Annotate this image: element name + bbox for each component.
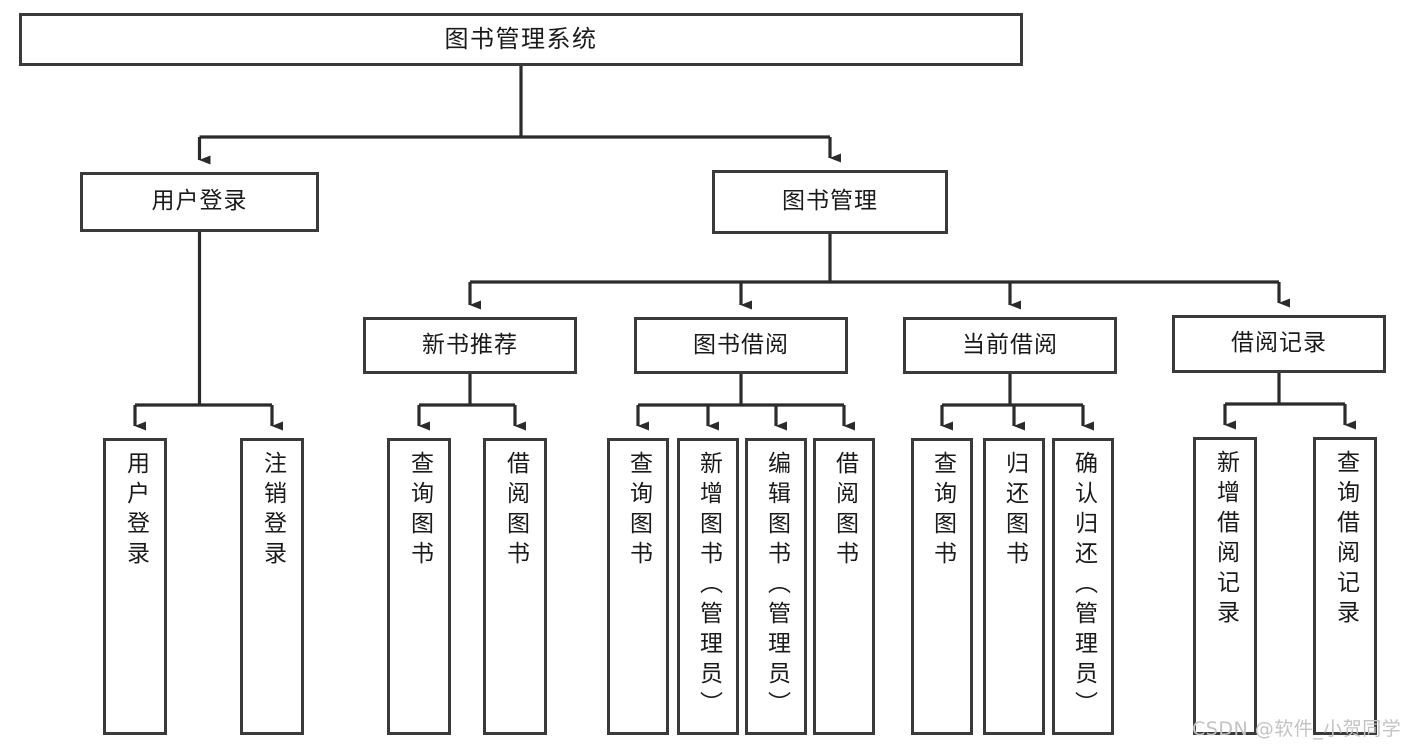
leaf-user-login[interactable]: 用户登录	[103, 438, 167, 735]
node-label: 查询图书	[625, 451, 652, 571]
node-current-borrow[interactable]: 当前借阅	[903, 317, 1117, 374]
leaf-return-book[interactable]: 归还图书	[983, 438, 1045, 735]
node-book-borrow[interactable]: 图书借阅	[634, 317, 848, 374]
node-label: 编辑图书（管理员）	[763, 451, 790, 721]
node-root[interactable]: 图书管理系统	[19, 13, 1023, 66]
node-borrow-record[interactable]: 借阅记录	[1172, 315, 1386, 373]
node-user-login[interactable]: 用户登录	[80, 172, 319, 232]
leaf-borrow-book-recommend[interactable]: 借阅图书	[483, 438, 547, 735]
node-label: 用户登录	[151, 188, 248, 215]
leaf-add-borrow-record[interactable]: 新增借阅记录	[1193, 437, 1257, 735]
leaf-query-book-recommend[interactable]: 查询图书	[387, 438, 451, 735]
node-label: 注销登录	[259, 451, 286, 571]
node-label: 归还图书	[1001, 451, 1028, 571]
leaf-logout[interactable]: 注销登录	[240, 438, 304, 735]
node-label: 图书管理系统	[444, 25, 598, 54]
node-label: 新增借阅记录	[1212, 450, 1239, 630]
node-label: 当前借阅	[962, 331, 1058, 358]
node-label: 图书管理	[782, 188, 878, 215]
node-label: 新增图书（管理员）	[695, 451, 722, 721]
node-label: 查询图书	[406, 451, 433, 571]
node-label: 用户登录	[122, 451, 149, 571]
node-label: 查询借阅记录	[1332, 450, 1359, 630]
node-new-book-recommend[interactable]: 新书推荐	[363, 317, 577, 374]
leaf-query-book-current[interactable]: 查询图书	[911, 438, 973, 735]
node-label: 借阅图书	[502, 451, 529, 571]
node-label: 图书借阅	[693, 331, 789, 358]
leaf-borrow-book[interactable]: 借阅图书	[813, 438, 875, 735]
node-label: 查询图书	[929, 451, 956, 571]
node-label: 确认归还（管理员）	[1070, 451, 1097, 721]
leaf-confirm-return[interactable]: 确认归还（管理员）	[1052, 438, 1114, 735]
leaf-query-borrow-record[interactable]: 查询借阅记录	[1313, 437, 1377, 735]
node-book-manage[interactable]: 图书管理	[712, 170, 948, 234]
node-label: 借阅图书	[831, 451, 858, 571]
leaf-edit-book[interactable]: 编辑图书（管理员）	[745, 438, 807, 735]
csdn-watermark: CSDN @软件_小贺同学	[1192, 718, 1402, 740]
leaf-add-book[interactable]: 新增图书（管理员）	[677, 438, 739, 735]
node-label: 借阅记录	[1231, 330, 1327, 357]
leaf-query-book-borrow[interactable]: 查询图书	[607, 438, 669, 735]
node-label: 新书推荐	[422, 331, 518, 358]
